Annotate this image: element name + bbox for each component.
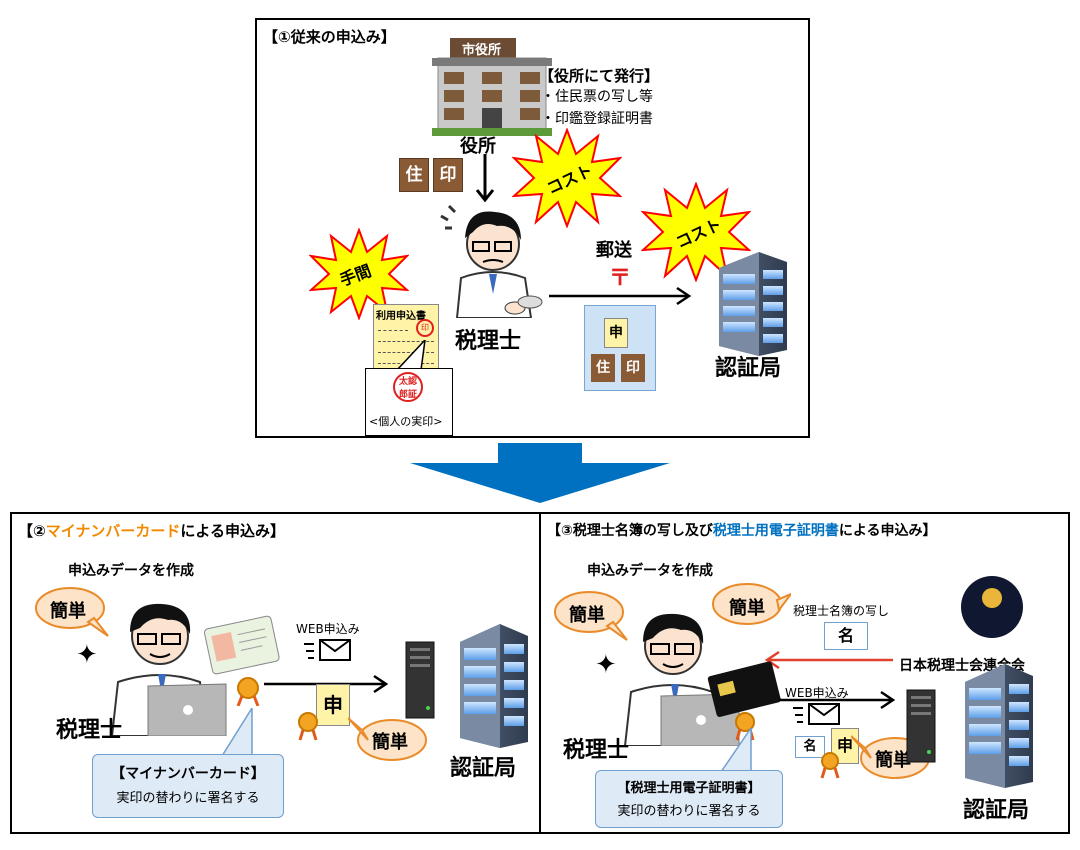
city-hall-sign: 市役所 — [462, 43, 502, 58]
down-arrow — [475, 154, 495, 203]
registry-copy-label: 税理士名簿の写し — [793, 604, 890, 618]
panel3-title: 【③税理士名簿の写し及び税理士用電子証明書による申込み】 — [547, 520, 936, 540]
certificate-authority-building — [965, 664, 1033, 788]
certificate-authority-label: 認証局 — [963, 798, 1030, 823]
effort-burst — [309, 228, 409, 320]
easy-label-2: 簡単 — [372, 732, 408, 753]
web-label: WEB申込み — [785, 686, 849, 700]
sparkle-icon: ✦ — [76, 640, 98, 670]
transition-arrow — [410, 443, 670, 503]
tax-accountant-label: 税理士 — [455, 329, 522, 354]
callout-pointer — [220, 708, 253, 757]
tax-accountant-icon — [440, 204, 533, 318]
panel3-title-highlight: 税理士用電子証明書 — [712, 523, 839, 539]
panel3-title-prefix: 【③税理士名簿の写し及び — [547, 523, 713, 539]
tax-accountant-laptop-icon — [110, 603, 227, 736]
callout-pointer — [719, 728, 752, 773]
certificate-authority-label: 認証局 — [450, 756, 517, 781]
easy-label-1: 簡単 — [50, 601, 86, 622]
mail-web-icon — [793, 703, 840, 725]
issued-item-resident: ・住民票の写し等 — [541, 89, 653, 105]
certificate-authority-building — [719, 252, 787, 356]
city-hall-icon — [432, 38, 552, 136]
panel2-title-prefix: 【② — [18, 522, 46, 540]
tax-accountant-laptop-icon — [623, 613, 740, 746]
panel2-title: 【②マイナンバーカードによる申込み】 — [18, 520, 285, 541]
server-icon — [405, 641, 435, 719]
certificate-authority-building — [460, 624, 528, 748]
seal-callout-pointer — [397, 340, 426, 370]
panel3-create-data: 申込みデータを作成 — [587, 563, 713, 579]
registry-doc-small: 名 — [795, 736, 825, 758]
mail-web-icon — [304, 639, 351, 661]
cert-callout: 【税理士用電子証明書】 実印の替わりに署名する — [595, 770, 783, 828]
panel-my-number: 【②マイナンバーカードによる申込み】 申込みデータを作成 簡単 ✦ 税理士 WE… — [10, 512, 541, 834]
panel3-title-suffix: による申込み】 — [838, 523, 937, 539]
mail-label: 郵送 — [596, 240, 632, 261]
issued-heading: 【役所にて発行】 — [539, 67, 660, 85]
personal-seal-caption: <個人の実印> — [369, 415, 443, 428]
easy-bubble-b — [712, 583, 791, 625]
panel-traditional: 【①従来の申込み】 市役所 役所 【役所にて発行】 ・住民票の写し等 ・印鑑登録… — [255, 18, 810, 438]
env-resident-doc: 住 — [591, 354, 615, 382]
ink-pad-icon — [517, 295, 543, 309]
personal-seal-stamp: 太認郎証 — [393, 372, 423, 402]
panel1-title: 【①従来の申込み】 — [263, 28, 396, 46]
panel-registry-cert: 【③税理士名簿の写し及び税理士用電子証明書による申込み】 申込みデータを作成 簡… — [539, 512, 1070, 834]
doc-seal: 印 — [433, 158, 463, 192]
easy-bubble-1 — [35, 587, 109, 637]
easy-label-b: 簡単 — [729, 598, 765, 619]
my-number-card-icon — [203, 615, 280, 706]
cost-burst-2 — [641, 182, 751, 282]
server-icon — [906, 689, 936, 763]
web-label: WEB申込み — [296, 622, 360, 636]
mail-arrow — [549, 286, 692, 306]
doc-resident-label: 住 — [405, 165, 423, 185]
personal-seal-callout: 太認郎証 <個人の実印> — [365, 368, 453, 436]
callout-title: 【マイナンバーカード】 — [111, 766, 265, 782]
mail-envelope: 申 住 印 — [584, 305, 656, 391]
certificate-authority-label: 認証局 — [715, 356, 782, 381]
callout-title: 【税理士用電子証明書】 — [617, 781, 761, 796]
callout-text: 実印の替わりに署名する — [116, 791, 260, 806]
application-doc: 申 — [316, 684, 350, 726]
panel2-title-highlight: マイナンバーカード — [45, 522, 181, 540]
callout-text: 実印の替わりに署名する — [617, 804, 761, 819]
issued-item-seal: ・印鑑登録証明書 — [541, 111, 653, 127]
my-number-callout: 【マイナンバーカード】 実印の替わりに署名する — [92, 754, 284, 818]
doc-resident: 住 — [399, 158, 429, 192]
easy-label-a: 簡単 — [569, 605, 605, 626]
doc-seal-label: 印 — [439, 165, 457, 185]
easy-bubble-a — [554, 591, 628, 641]
panel2-create-data: 申込みデータを作成 — [68, 563, 194, 579]
panel2-title-suffix: による申込み】 — [180, 522, 285, 540]
signature-medal-icon — [820, 752, 840, 779]
federation-arrow — [764, 650, 893, 670]
city-hall-label: 役所 — [460, 136, 496, 157]
env-seal-doc: 印 — [621, 354, 645, 382]
cost-burst-1 — [512, 128, 622, 228]
registry-doc: 名 — [824, 622, 868, 650]
mail-mark: 〒 — [609, 266, 632, 291]
form-title: 利用申込書 — [376, 311, 426, 322]
ic-card-icon — [707, 661, 781, 741]
submit-arrow — [779, 690, 896, 710]
env-app-doc: 申 — [604, 318, 628, 348]
tax-accountant-label: 税理士 — [56, 718, 123, 743]
signature-medal-icon — [298, 712, 318, 741]
easy-label-c: 簡単 — [875, 750, 911, 771]
sparkle-icon: ✦ — [595, 650, 617, 680]
federation-emblem-icon — [961, 576, 1023, 638]
tax-accountant-label: 税理士 — [563, 738, 630, 763]
easy-bubble-2 — [348, 717, 427, 761]
form-seal: 印 — [416, 319, 434, 337]
